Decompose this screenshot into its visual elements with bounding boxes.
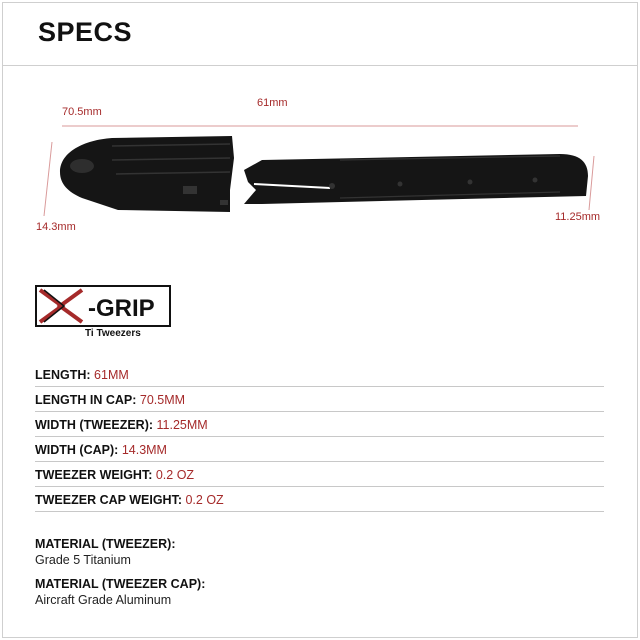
logo-subtitle: Ti Tweezers bbox=[85, 328, 141, 339]
spec-label: WIDTH (CAP): bbox=[35, 443, 119, 457]
spec-label: WIDTH (TWEEZER): bbox=[35, 418, 154, 432]
tweezer-body bbox=[244, 154, 588, 204]
spec-row: LENGTH IN CAP: 70.5MM bbox=[35, 387, 604, 412]
xgrip-logo: -GRIP bbox=[35, 285, 171, 327]
length-in-cap-label: 70.5mm bbox=[62, 106, 102, 118]
spec-row: WIDTH (TWEEZER): 11.25MM bbox=[35, 412, 604, 437]
width-tweezer-line bbox=[588, 155, 595, 211]
spec-row: LENGTH: 61MM bbox=[35, 362, 604, 387]
spec-label: LENGTH: bbox=[35, 368, 91, 382]
width-tweezer-label: 11.25mm bbox=[555, 211, 601, 223]
material-tweezer: MATERIAL (TWEEZER): Grade 5 Titanium bbox=[35, 537, 176, 567]
spec-value: 61MM bbox=[94, 368, 129, 382]
tweezer-cap bbox=[60, 136, 234, 212]
svg-text:-GRIP: -GRIP bbox=[88, 295, 155, 322]
width-cap-line bbox=[43, 141, 53, 217]
material-label: MATERIAL (TWEEZER CAP): bbox=[35, 577, 206, 591]
spec-value: 0.2 OZ bbox=[155, 468, 195, 482]
spec-label: TWEEZER WEIGHT: bbox=[35, 468, 153, 482]
material-label: MATERIAL (TWEEZER): bbox=[35, 537, 176, 551]
spec-value: 14.3MM bbox=[121, 443, 167, 457]
spec-value: 70.5MM bbox=[139, 393, 186, 407]
specs-table: LENGTH: 61MM LENGTH IN CAP: 70.5MM WIDTH… bbox=[35, 362, 604, 512]
header: SPECS bbox=[3, 3, 637, 66]
spec-value: 11.25MM bbox=[156, 418, 208, 432]
spec-row: TWEEZER WEIGHT: 0.2 OZ bbox=[35, 462, 604, 487]
width-cap-label: 14.3mm bbox=[36, 221, 76, 233]
spec-row: WIDTH (CAP): 14.3MM bbox=[35, 437, 604, 462]
material-cap: MATERIAL (TWEEZER CAP): Aircraft Grade A… bbox=[35, 577, 205, 607]
material-value: Aircraft Grade Aluminum bbox=[35, 593, 172, 607]
page-title: SPECS bbox=[38, 17, 133, 47]
spec-value: 0.2 OZ bbox=[185, 493, 224, 507]
spec-row: TWEEZER CAP WEIGHT: 0.2 OZ bbox=[35, 487, 604, 512]
spec-label: LENGTH IN CAP: bbox=[35, 393, 137, 407]
material-value: Grade 5 Titanium bbox=[35, 553, 131, 567]
length-label: 61mm bbox=[257, 97, 288, 109]
spec-label: TWEEZER CAP WEIGHT: bbox=[35, 493, 182, 507]
